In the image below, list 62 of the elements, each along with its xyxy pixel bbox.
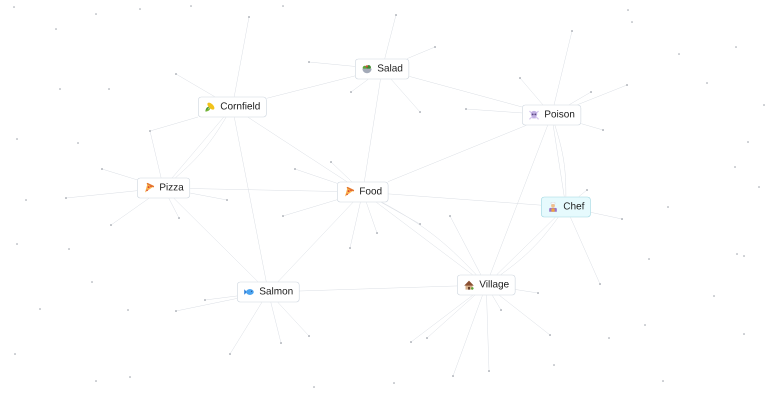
connector-line: [366, 202, 377, 232]
connector-line: [554, 32, 572, 105]
node-box: Salmon: [237, 282, 300, 302]
connector-line: [570, 217, 600, 284]
connector-line: [230, 302, 262, 354]
connector-line: [490, 125, 548, 275]
connector-line: [408, 76, 522, 108]
connector-line: [234, 18, 250, 97]
connector-line: [390, 79, 420, 112]
connector-line: [150, 132, 162, 178]
connector-line: [352, 79, 368, 92]
connector-line: [450, 216, 482, 275]
connector-line: [590, 212, 622, 220]
connector-line: [174, 198, 258, 282]
node-box: Cornfield: [198, 96, 267, 118]
connector-line: [406, 47, 434, 59]
connector-line: [569, 92, 590, 105]
node-box: Poison: [522, 104, 582, 126]
connector-line: [206, 296, 238, 300]
node-box: Food: [337, 182, 388, 202]
connector-line: [332, 162, 352, 182]
node-box: Village: [457, 274, 516, 296]
connector-line: [299, 286, 458, 292]
connector-line: [580, 123, 602, 130]
connector-line: [168, 198, 179, 218]
node-box: Salad: [355, 58, 410, 80]
connector-line: [150, 116, 198, 131]
node-box: Chef: [541, 196, 591, 218]
connector-line: [284, 200, 338, 216]
connector-line: [270, 302, 281, 342]
connector-line: [520, 78, 544, 105]
connector-line: [388, 194, 542, 206]
connector-line: [350, 202, 361, 248]
connector-line: [266, 76, 356, 99]
connector-line: [577, 85, 626, 105]
connector-line: [278, 202, 354, 282]
connector-line: [112, 198, 150, 225]
node-box: Pizza: [137, 178, 190, 198]
connector-line: [310, 62, 356, 67]
connector-line: [380, 202, 420, 224]
connector-line: [278, 302, 308, 336]
connector-line: [486, 295, 490, 370]
connector-line: [453, 295, 483, 376]
connector-line: [364, 79, 381, 182]
connector-line: [388, 125, 527, 182]
connector-line: [384, 16, 396, 59]
connector-line: [176, 298, 238, 312]
connector-line: [492, 295, 501, 310]
connector-line: [190, 188, 338, 192]
connector-line: [234, 117, 267, 282]
connector-line: [578, 190, 586, 197]
connector-line: [248, 117, 348, 182]
connector-line: [428, 295, 475, 338]
connector-line: [102, 169, 138, 180]
connector-line: [66, 190, 138, 198]
connector-line: [176, 74, 215, 97]
connector-line: [412, 295, 473, 342]
connector-line: [466, 108, 522, 114]
connector-line: [296, 169, 338, 184]
connector-line: [190, 192, 226, 200]
connector-line: [515, 289, 538, 294]
connector-line: [499, 295, 550, 335]
